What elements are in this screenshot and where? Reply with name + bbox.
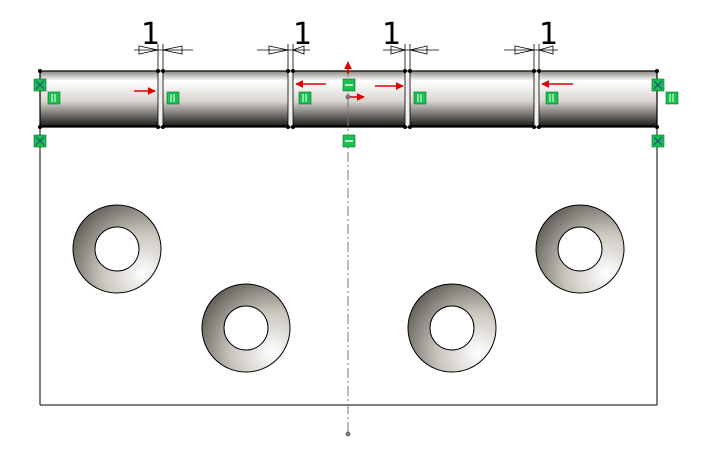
coincident-relation-icon — [651, 78, 665, 92]
dimension-value-2[interactable]: 1 — [293, 17, 312, 52]
vertical-relation-icon — [545, 91, 559, 105]
dimension-4[interactable]: 1 — [504, 17, 558, 71]
centerline[interactable] — [345, 62, 351, 437]
dimension-1[interactable]: 1 — [134, 17, 193, 71]
dimension-3[interactable]: 1 — [382, 17, 439, 71]
vertical-relation-icon — [47, 91, 61, 105]
countersink-hole-2[interactable] — [201, 283, 291, 373]
vertical-relation-icons[interactable] — [47, 91, 679, 105]
horizontal-relation-icon — [342, 78, 356, 92]
coincident-relation-icon — [651, 134, 665, 148]
corner-relation-icons[interactable] — [33, 78, 665, 148]
coincident-relation-icon — [33, 78, 47, 92]
sketch-points[interactable] — [38, 69, 659, 129]
knuckle-gap-1[interactable] — [157, 70, 164, 128]
dimension-value-3[interactable]: 1 — [382, 17, 401, 52]
countersink-hole-1[interactable] — [72, 204, 162, 294]
constraint-arrows — [134, 61, 573, 101]
knuckle-gap-3[interactable] — [404, 70, 411, 128]
dimension-2[interactable]: 1 — [257, 17, 312, 71]
countersink-hole-3[interactable] — [407, 283, 497, 373]
dimension-value-1[interactable]: 1 — [141, 17, 160, 52]
horizontal-relation-icon — [342, 134, 356, 148]
dimension-value-4[interactable]: 1 — [539, 17, 558, 52]
knuckle-gap-2[interactable] — [287, 70, 294, 128]
horizontal-relation-icons[interactable] — [342, 78, 356, 148]
vertical-relation-icon — [665, 91, 679, 105]
coincident-relation-icon — [33, 134, 47, 148]
vertical-relation-icon — [166, 91, 180, 105]
vertical-relation-icon — [413, 91, 427, 105]
knuckle-gap-4[interactable] — [533, 70, 540, 128]
countersink-hole-4[interactable] — [535, 204, 625, 294]
vertical-relation-icon — [298, 91, 312, 105]
